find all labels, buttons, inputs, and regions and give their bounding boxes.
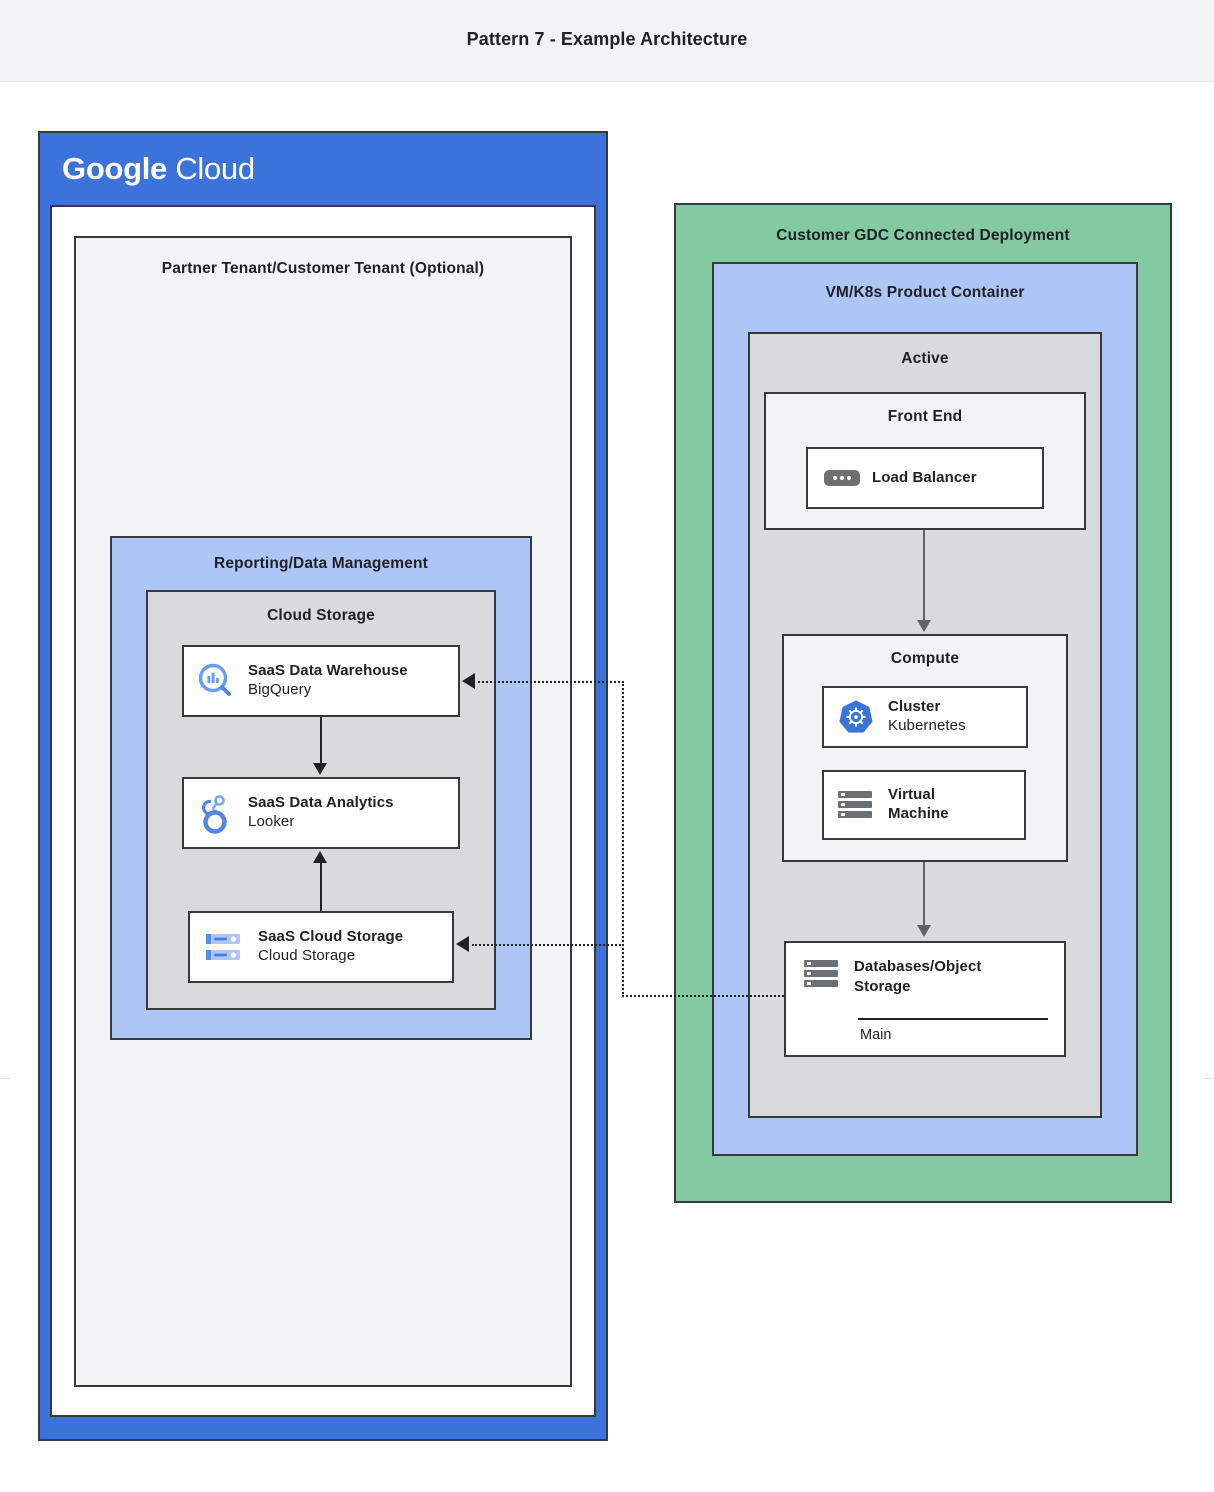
customer-gdc-title: Customer GDC Connected Deployment (776, 227, 1070, 244)
load-balancer-icon (824, 468, 860, 488)
node-subtitle: Kubernetes (888, 717, 966, 734)
node-title: SaaS Data Warehouse (248, 662, 408, 680)
node-title: SaaS Data Analytics (248, 794, 394, 812)
node-title-line1: Virtual (888, 786, 936, 804)
node-title-line2: Storage (854, 977, 911, 995)
node-load-balancer[interactable]: Load Balancer (806, 447, 1044, 509)
vm-k8s-title: VM/K8s Product Container (825, 284, 1025, 301)
reporting-data-management-title: Reporting/Data Management (214, 555, 428, 572)
connector-compute-to-database (923, 862, 925, 927)
connector-storage-to-analytics (320, 862, 322, 911)
connector-trunk-to-warehouse-arrowhead (462, 673, 475, 689)
node-cluster-text: Cluster Kubernetes (888, 698, 966, 736)
node-databases-row: Databases/Object Storage (786, 943, 1064, 996)
node-saas-data-analytics[interactable]: SaaS Data Analytics Looker (182, 777, 460, 849)
cloud-storage-group-title: Cloud Storage (267, 607, 375, 624)
node-databases-text: Databases/Object Storage (854, 957, 982, 996)
connector-compute-to-database-arrowhead (917, 925, 931, 937)
google-cloud-logo-google: Google (62, 151, 167, 186)
connector-trunk-to-storage (472, 944, 624, 946)
front-end-title: Front End (887, 408, 963, 425)
node-databases-sub-label: Main (860, 1027, 892, 1043)
node-saas-data-warehouse-text: SaaS Data Warehouse BigQuery (248, 662, 408, 700)
page-title: Pattern 7 - Example Architecture (466, 29, 748, 49)
connector-trunk-vertical (622, 681, 624, 997)
connector-warehouse-to-analytics (320, 717, 322, 765)
node-virtual-machine[interactable]: Virtual Machine (822, 770, 1026, 840)
node-title-line2: Machine (888, 805, 949, 822)
node-saas-cloud-storage-text: SaaS Cloud Storage Cloud Storage (258, 928, 403, 966)
connector-frontend-to-compute-arrowhead (917, 620, 931, 632)
node-virtual-machine-text: Virtual Machine (888, 786, 949, 824)
database-icon (802, 957, 842, 996)
node-databases-divider (858, 1018, 1048, 1020)
node-databases-object-storage[interactable]: Databases/Object Storage Main (784, 941, 1066, 1057)
node-saas-cloud-storage[interactable]: SaaS Cloud Storage Cloud Storage (188, 911, 454, 983)
node-saas-data-warehouse[interactable]: SaaS Data Warehouse BigQuery (182, 645, 460, 717)
google-cloud-logo-cloud: Cloud (175, 151, 255, 186)
canvas-edge-tick-left (0, 1078, 10, 1079)
node-subtitle: Cloud Storage (258, 947, 356, 964)
virtual-machine-icon (836, 788, 876, 822)
node-title: Load Balancer (872, 468, 977, 486)
kubernetes-icon (836, 697, 876, 737)
google-cloud-logo: Google Cloud (62, 151, 255, 187)
cloud-storage-icon (204, 930, 246, 964)
bigquery-icon (196, 661, 236, 701)
connector-storage-to-analytics-arrowhead (313, 851, 327, 863)
connector-trunk-to-warehouse (478, 681, 624, 683)
node-cluster[interactable]: Cluster Kubernetes (822, 686, 1028, 748)
node-subtitle: BigQuery (248, 681, 312, 698)
node-load-balancer-text: Load Balancer (872, 469, 977, 488)
compute-title: Compute (890, 650, 960, 667)
canvas-edge-tick-right (1204, 1078, 1214, 1079)
node-title-line1: Databases/Object (854, 958, 982, 975)
looker-icon (196, 791, 236, 835)
connector-db-to-trunk (622, 995, 784, 997)
connector-trunk-to-storage-arrowhead (456, 936, 469, 952)
active-zone-title: Active (901, 350, 949, 367)
node-subtitle: Looker (248, 813, 295, 830)
node-saas-data-analytics-text: SaaS Data Analytics Looker (248, 794, 394, 832)
partner-tenant-title: Partner Tenant/Customer Tenant (Optional… (161, 260, 485, 277)
connector-warehouse-to-analytics-arrowhead (313, 763, 327, 775)
connector-frontend-to-compute (923, 530, 925, 622)
node-title: SaaS Cloud Storage (258, 928, 404, 946)
node-title: Cluster (888, 698, 941, 716)
header-bar (0, 0, 1214, 82)
